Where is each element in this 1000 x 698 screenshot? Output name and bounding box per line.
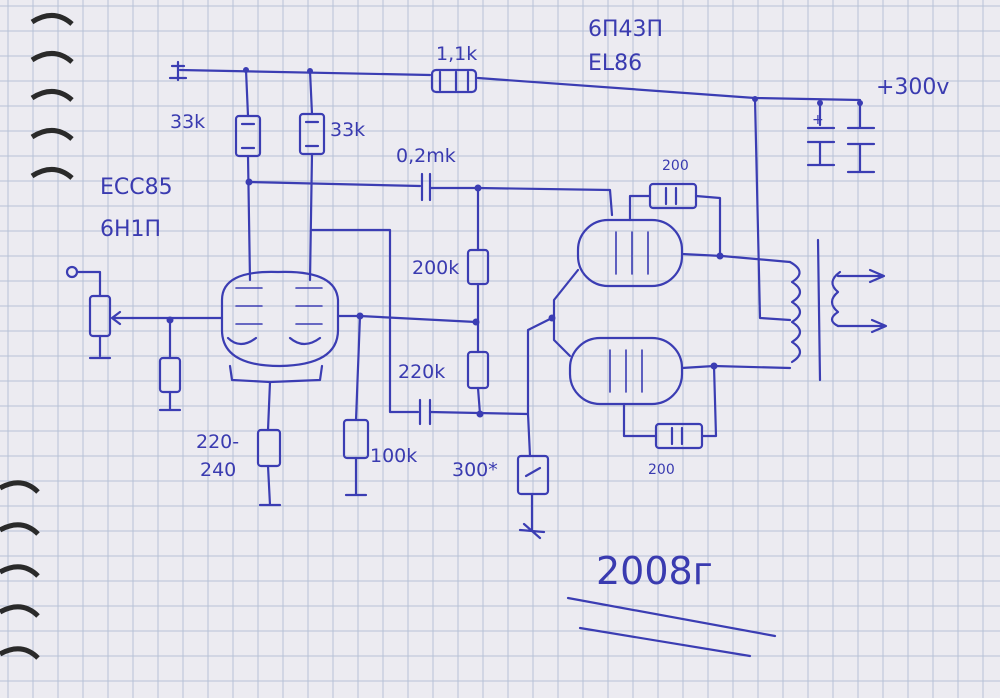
underline-stroke-1 <box>566 596 777 638</box>
label-r-cathode-pre-1: 220- <box>196 431 239 453</box>
label-r-plate-right: 33k <box>330 119 365 141</box>
spiral-binding <box>0 13 74 660</box>
output-transformer <box>788 238 888 382</box>
label-r-grid-lower: 220k <box>398 361 445 383</box>
label-tube-power-en: EL86 <box>588 51 642 76</box>
label-c-coupling: 0,2mk <box>396 145 456 167</box>
label-r-cathode-pre-2: 240 <box>200 459 236 481</box>
cap-plus-mark: + <box>812 112 824 128</box>
label-r-feedback-bottom: 200 <box>648 462 675 478</box>
label-r-cathode-power: 300* <box>452 459 498 481</box>
label-tube-pre-ru: 6Н1П <box>100 217 161 242</box>
label-r-grid-upper: 200k <box>412 257 459 279</box>
underline-stroke-2 <box>578 626 752 658</box>
label-r-supply: 1,1k <box>436 43 477 65</box>
label-tube-pre-en: ECC85 <box>100 175 173 200</box>
label-r-plate-left: 33k <box>170 111 205 133</box>
label-year: 2008г <box>596 549 713 593</box>
label-r-cathode-split: 100k <box>370 445 417 467</box>
label-tube-power-ru: 6П43П <box>588 17 663 42</box>
coupling-network <box>247 172 614 426</box>
label-r-feedback-top: 200 <box>662 158 689 174</box>
preamp-tube <box>130 270 370 507</box>
power-tubes <box>516 182 792 540</box>
input-potentiometer <box>65 265 182 412</box>
supply-rail: + <box>168 60 876 322</box>
label-supply-voltage: +300v <box>876 75 949 100</box>
preamp-plate-resistors <box>234 68 326 282</box>
